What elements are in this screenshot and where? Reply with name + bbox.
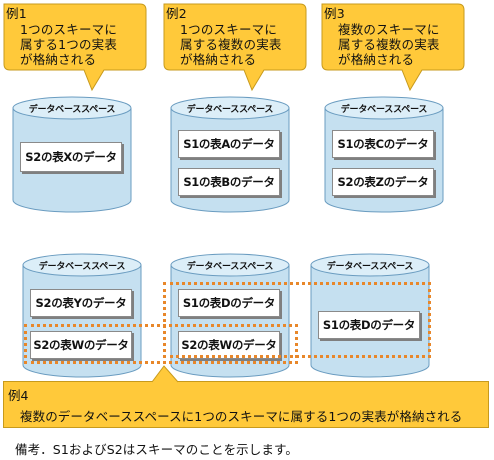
- table-box: S1の表Dのデータ: [178, 289, 280, 317]
- tablespace-cylinder-example-3: データベーススペース S1の表Cのデータ S2の表Zのデータ: [324, 96, 444, 214]
- callout-example-3-label: 例3: [324, 6, 345, 21]
- table-box: S2の表Zのデータ: [332, 168, 434, 196]
- table-box: S2の表Xのデータ: [20, 142, 122, 172]
- tablespace-title: データベーススペース: [28, 105, 116, 115]
- callout-example-3-line1: 複数のスキーマに: [338, 22, 440, 37]
- tablespace-cylinder-example-4b: データベーススペース S1の表Dのデータ S2の表Wのデータ: [170, 253, 290, 379]
- callout-example-2-line2: 属する複数の実表: [180, 37, 282, 52]
- tablespace-title: データベーススペース: [340, 105, 428, 115]
- table-box: S1の表Dのデータ: [318, 311, 420, 339]
- callout-example-1: 例1 1つのスキーマに 属する1つの実表 が格納される: [0, 0, 150, 92]
- banner-pointer: [151, 365, 179, 384]
- tablespace-cylinder-example-2: データベーススペース S1の表Aのデータ S1の表Bのデータ: [170, 96, 290, 214]
- callout-example-1-line1: 1つのスキーマに: [20, 22, 118, 37]
- tablespace-title: データベーススペース: [186, 105, 274, 115]
- tablespace-title: データベーススペース: [326, 262, 414, 272]
- callout-bubble-shape: [3, 3, 147, 92]
- callout-example-2-line1: 1つのスキーマに: [180, 22, 278, 37]
- callout-example-3-line3: が格納される: [338, 52, 415, 67]
- example-4-banner: 例4 複数のデータベーススペースに1つのスキーマに属する1つの実表が格納される: [3, 381, 489, 428]
- callout-example-2-line3: が格納される: [180, 52, 257, 67]
- tablespace-cylinder-example-4a: データベーススペース S2の表Yのデータ S2の表Wのデータ: [22, 253, 142, 379]
- tablespace-cylinder-example-4c: データベーススペース S1の表Dのデータ: [310, 253, 430, 379]
- callout-bubble-shape: [321, 3, 465, 92]
- tablespace-title: データベーススペース: [186, 262, 274, 272]
- tablespace-title: データベーススペース: [38, 262, 126, 272]
- table-box: S2の表Wのデータ: [30, 331, 132, 359]
- table-box: S2の表Yのデータ: [30, 289, 132, 317]
- table-box: S1の表Cのデータ: [332, 130, 434, 158]
- callout-bubble-shape: [163, 3, 307, 92]
- tablespace-cylinder-example-1: データベーススペース S2の表Xのデータ: [12, 96, 132, 214]
- callout-example-2: 例2 1つのスキーマに 属する複数の実表 が格納される: [160, 0, 310, 92]
- table-box: S2の表Wのデータ: [178, 331, 280, 359]
- footnote: 備考．S1およびS2はスキーマのことを示します。: [15, 442, 298, 457]
- table-box: S1の表Aのデータ: [178, 130, 280, 158]
- table-box: S1の表Bのデータ: [178, 168, 280, 196]
- callout-example-3: 例3 複数のスキーマに 属する複数の実表 が格納される: [318, 0, 468, 92]
- callout-example-2-label: 例2: [166, 6, 187, 21]
- example-4-text: 複数のデータベーススペースに1つのスキーマに属する1つの実表が格納される: [20, 409, 463, 424]
- callout-example-1-label: 例1: [6, 6, 27, 21]
- example-4-label: 例4: [8, 388, 29, 403]
- callout-example-3-line2: 属する複数の実表: [338, 37, 440, 52]
- callout-example-1-line3: が格納される: [20, 52, 97, 67]
- callout-example-1-line2: 属する1つの実表: [20, 37, 118, 52]
